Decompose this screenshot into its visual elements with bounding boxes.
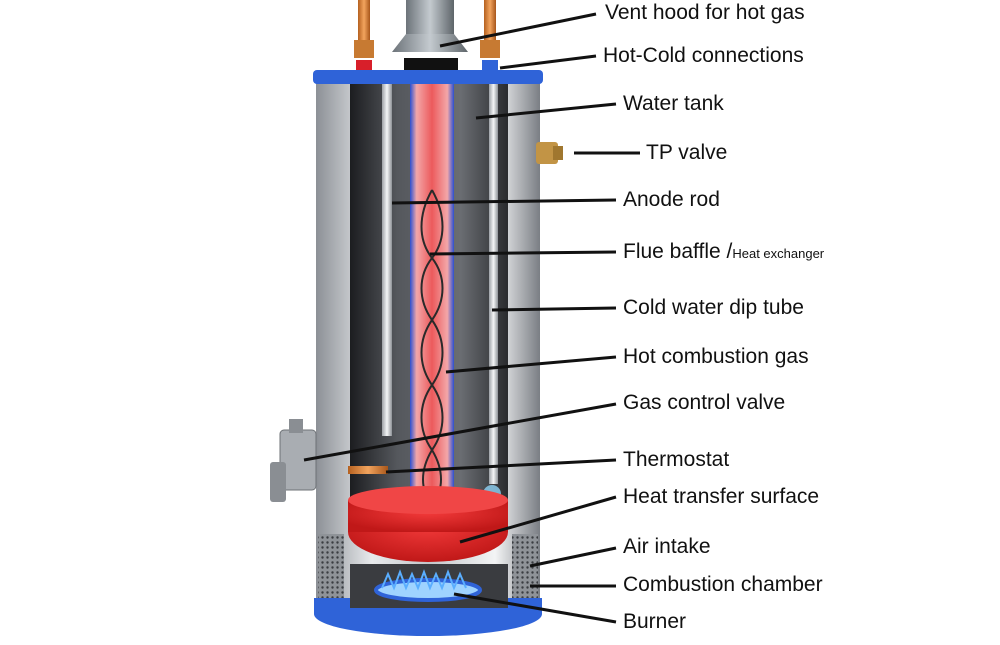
label-flue-baffle-main: Flue baffle /	[623, 240, 733, 263]
cold-fitting	[480, 40, 500, 58]
vent-hood	[392, 34, 468, 52]
label-flue-baffle: Flue baffle /Heat exchanger	[623, 240, 824, 266]
label-flue-baffle-sub: Heat exchanger	[732, 246, 825, 261]
flue-tube	[410, 84, 454, 514]
dip-tube	[489, 84, 498, 484]
air-intake-left	[318, 534, 344, 598]
label-hot-cold: Hot-Cold connections	[603, 44, 804, 67]
label-burner: Burner	[623, 610, 687, 633]
label-water-tank: Water tank	[623, 92, 724, 115]
label-combustion-chamber: Combustion chamber	[623, 573, 823, 596]
cold-marker	[482, 60, 498, 70]
anode-rod	[382, 84, 392, 436]
label-thermostat: Thermostat	[623, 448, 730, 471]
label-hot-combustion-gas: Hot combustion gas	[623, 345, 809, 368]
label-tp-valve: TP valve	[646, 141, 728, 164]
hot-marker	[356, 60, 372, 70]
label-heat-transfer-surface: Heat transfer surface	[623, 485, 820, 508]
tp-valve	[536, 142, 558, 164]
label-anode-rod: Anode rod	[623, 188, 720, 211]
thermostat-probe	[348, 466, 388, 474]
burner-flames	[381, 569, 467, 591]
vent-opening	[404, 58, 458, 72]
label-gas-control-valve: Gas control valve	[623, 391, 786, 414]
label-air-intake: Air intake	[623, 535, 711, 558]
label-vent-hood: Vent hood for hot gas	[605, 1, 805, 24]
hot-fitting	[354, 40, 374, 58]
leader-lines	[303, 12, 640, 624]
label-cold-dip-tube: Cold water dip tube	[623, 296, 804, 319]
top-band	[313, 70, 543, 84]
